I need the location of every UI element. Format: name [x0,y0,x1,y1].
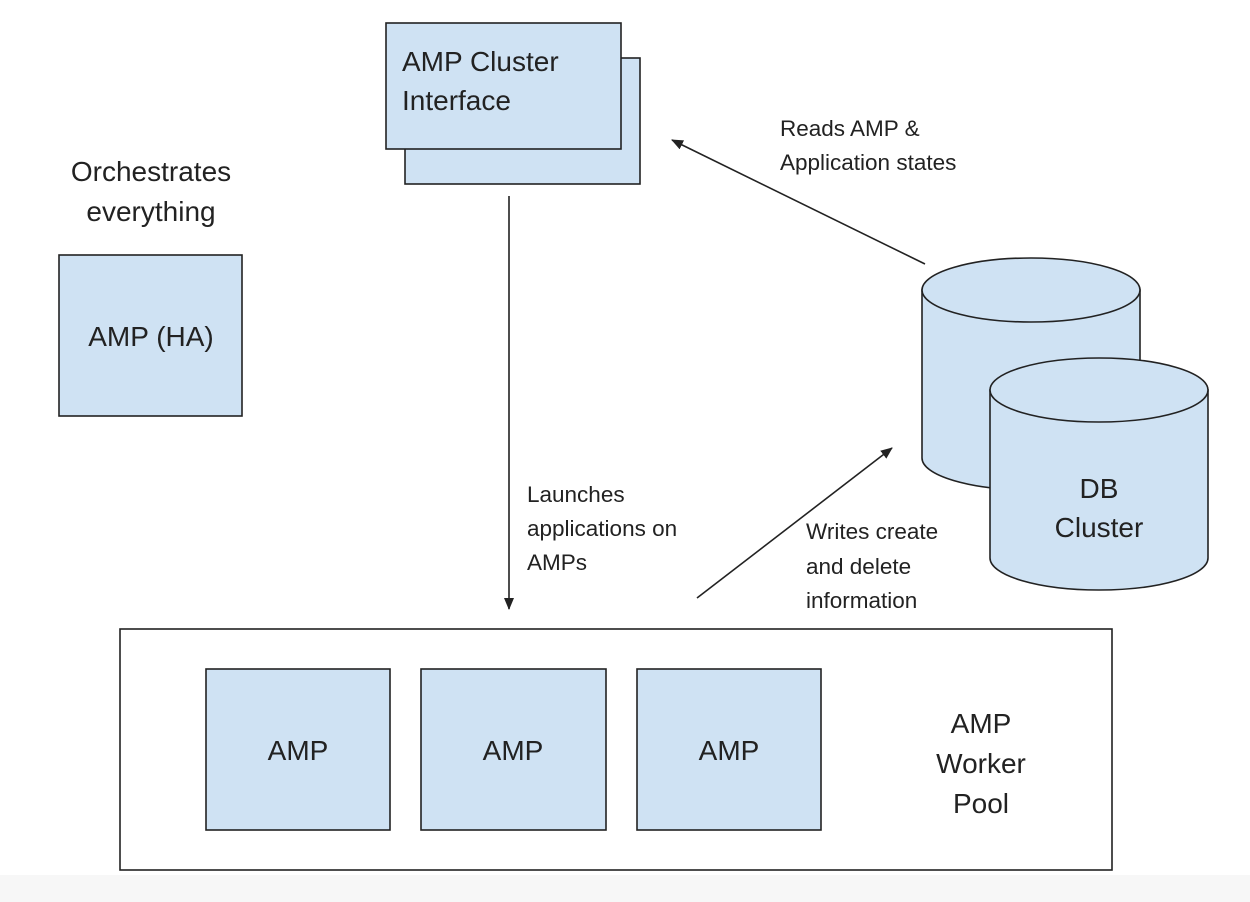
worker-amp-1-label: AMP [268,735,329,766]
worker-pool-title-line3: Pool [953,788,1009,819]
db-cluster-label-line1: DB [1080,473,1119,504]
amp-ha-label: AMP (HA) [88,321,214,352]
amp-ha-node: AMP (HA) [58,254,243,417]
amp-cluster-interface-node: AMP Cluster Interface [385,22,641,185]
launches-label-line3: AMPs [527,550,587,575]
amp-cluster-interface-label-line1: AMP Cluster [402,46,559,77]
writes-label-line2: and delete [806,554,911,579]
launches-edge-label: Launches applications on AMPs [527,482,677,575]
amp-ha-box [58,254,243,417]
amp-cluster-interface-label-line2: Interface [402,85,511,116]
worker-amp-1-box [205,668,391,831]
worker-amp-2-label: AMP [483,735,544,766]
db-cluster-label-line2: Cluster [1055,512,1144,543]
orchestrates-caption-line1: Orchestrates [71,156,231,187]
reads-label-line2: Application states [780,150,956,175]
db-cluster-node: DB Cluster [921,257,1209,591]
reads-arrow [671,139,926,265]
writes-arrow [696,447,893,599]
launches-label-line1: Launches [527,482,625,507]
reads-edge-label: Reads AMP & Application states [780,116,956,175]
reads-label-line1: Reads AMP & [780,116,920,141]
orchestrates-caption-line2: everything [86,196,215,227]
amp-cluster-interface-front-box [385,22,622,150]
orchestrates-caption: Orchestrates everything [71,156,231,227]
amp-worker-pool: AMP AMP AMP AMP Worker Pool [119,628,1113,871]
db-cylinder-front [989,357,1209,591]
worker-amp-3-box [636,668,822,831]
worker-amp-2-box [420,668,607,831]
worker-pool-title-line1: AMP [951,708,1012,739]
worker-pool-title-line2: Worker [936,748,1026,779]
writes-label-line1: Writes create [806,519,938,544]
writes-label-line3: information [806,588,917,613]
writes-edge-label: Writes create and delete information [806,519,938,613]
bottom-band [0,875,1250,902]
launches-label-line2: applications on [527,516,677,541]
worker-amp-3-label: AMP [699,735,760,766]
